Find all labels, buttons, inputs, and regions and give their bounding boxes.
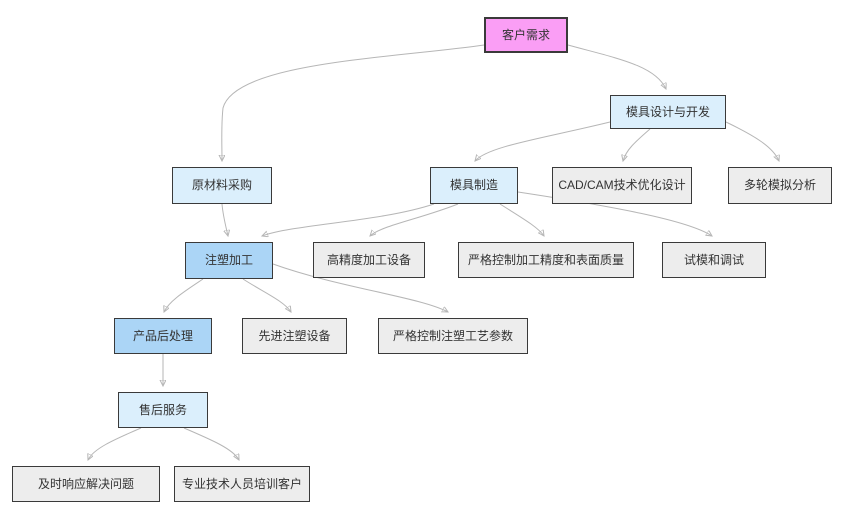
node-label: 高精度加工设备	[326, 252, 411, 267]
node-timely-response: 及时响应解决问题	[12, 466, 160, 502]
edge-mold-design-mold-manufacturing	[475, 121, 611, 161]
node-customer-demand: 客户需求	[484, 17, 568, 53]
node-label: 及时响应解决问题	[37, 476, 134, 491]
node-label: 模具设计与开发	[625, 104, 710, 119]
node-multi-sim: 多轮模拟分析	[728, 167, 832, 204]
node-trial-mold: 试模和调试	[662, 242, 766, 278]
node-label: 注塑加工	[204, 253, 253, 268]
node-cad-cam: CAD/CAM技术优化设计	[552, 167, 692, 204]
node-strict-params: 严格控制注塑工艺参数	[378, 318, 528, 354]
node-strict-precision: 严格控制加工精度和表面质量	[458, 242, 634, 278]
node-post-processing: 产品后处理	[114, 318, 212, 354]
node-injection: 注塑加工	[185, 242, 273, 279]
node-label: 专业技术人员培训客户	[181, 476, 302, 491]
node-high-precision: 高精度加工设备	[313, 242, 425, 278]
node-label: 严格控制注塑工艺参数	[392, 328, 513, 343]
node-label: 试模和调试	[683, 252, 744, 267]
node-raw-material: 原材料采购	[172, 167, 272, 204]
node-mold-design: 模具设计与开发	[610, 95, 726, 129]
node-mold-manufacturing: 模具制造	[430, 167, 518, 204]
edge-injection-strict-params	[272, 263, 448, 312]
node-label: 客户需求	[501, 27, 550, 42]
node-label: 先进注塑设备	[258, 328, 331, 343]
node-label: 原材料采购	[191, 178, 252, 193]
edge-mold-design-multi-sim	[725, 121, 779, 161]
edge-mold-manufacturing-high-precision	[370, 203, 459, 236]
node-label: 模具制造	[449, 178, 498, 193]
edge-mold-manufacturing-injection	[262, 203, 435, 236]
edge-injection-advanced-equipment	[242, 278, 291, 312]
node-label: 产品后处理	[132, 328, 193, 343]
node-advanced-equipment: 先进注塑设备	[242, 318, 347, 354]
edge-customer-demand-raw-material	[222, 44, 485, 161]
node-label: 多轮模拟分析	[743, 178, 816, 193]
edge-mold-design-cad-cam	[623, 128, 651, 161]
node-label: CAD/CAM技术优化设计	[558, 178, 686, 193]
edge-injection-post-processing	[164, 278, 204, 312]
edge-mold-manufacturing-strict-precision	[499, 203, 544, 236]
node-training: 专业技术人员培训客户	[174, 466, 310, 502]
edge-after-sales-training	[183, 427, 239, 460]
edge-raw-material-injection	[221, 203, 228, 236]
node-label: 售后服务	[138, 402, 187, 417]
edge-mold-manufacturing-trial-mold	[517, 191, 712, 236]
node-after-sales: 售后服务	[118, 392, 208, 428]
edge-customer-demand-mold-design	[567, 44, 666, 89]
edge-after-sales-timely-response	[88, 427, 142, 460]
node-label: 严格控制加工精度和表面质量	[467, 252, 624, 267]
